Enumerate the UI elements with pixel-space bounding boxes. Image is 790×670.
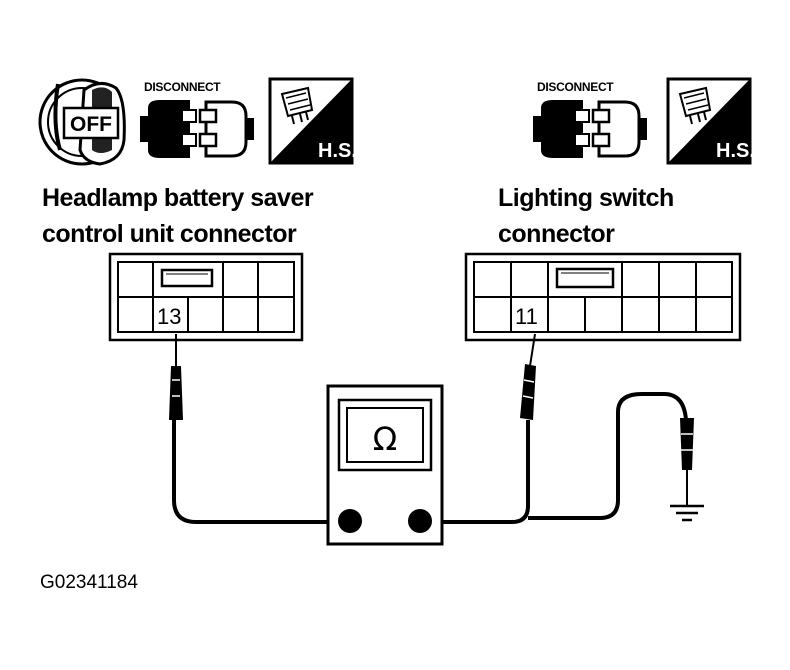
- ohm-symbol: Ω: [373, 420, 397, 458]
- left-test-lead-wire: [172, 420, 350, 524]
- figure-code: G02341184: [40, 572, 138, 593]
- hs-left-icon: H.S.: [268, 77, 357, 165]
- ground-wire: [528, 392, 688, 520]
- left-connector-label-line1: Headlamp battery saver: [42, 184, 314, 212]
- right-terminal-number: 11: [515, 304, 538, 329]
- right-connector-label-line1: Lighting switch: [498, 184, 674, 212]
- ohmmeter: Ω: [326, 384, 444, 546]
- disconnect-left-icon: DISCONNECT: [140, 80, 254, 158]
- disconnect-right-icon: DISCONNECT: [533, 80, 647, 158]
- left-connector: 13: [108, 252, 304, 342]
- right-connector: 11: [464, 252, 742, 342]
- hs-right-text: H.S.: [716, 140, 755, 162]
- right-probe: [520, 333, 536, 420]
- hs-left-text: H.S.: [318, 140, 357, 162]
- ground-icon: [670, 504, 704, 522]
- meter-terminal-left: [338, 509, 362, 533]
- right-test-lead-wire: [420, 420, 530, 524]
- left-connector-label-line2: control unit connector: [42, 220, 297, 248]
- left-terminal-number: 13: [157, 304, 181, 329]
- ignition-off-text: OFF: [70, 113, 112, 136]
- hs-right-icon: H.S.: [666, 77, 755, 165]
- meter-terminal-right: [408, 509, 432, 533]
- right-connector-label-line2: connector: [498, 220, 615, 248]
- ignition-off-icon: OFF: [38, 78, 126, 166]
- ground-probe: [680, 418, 694, 506]
- left-probe: [169, 334, 183, 420]
- disconnect-right-label: DISCONNECT: [537, 80, 614, 94]
- disconnect-left-label: DISCONNECT: [144, 80, 221, 94]
